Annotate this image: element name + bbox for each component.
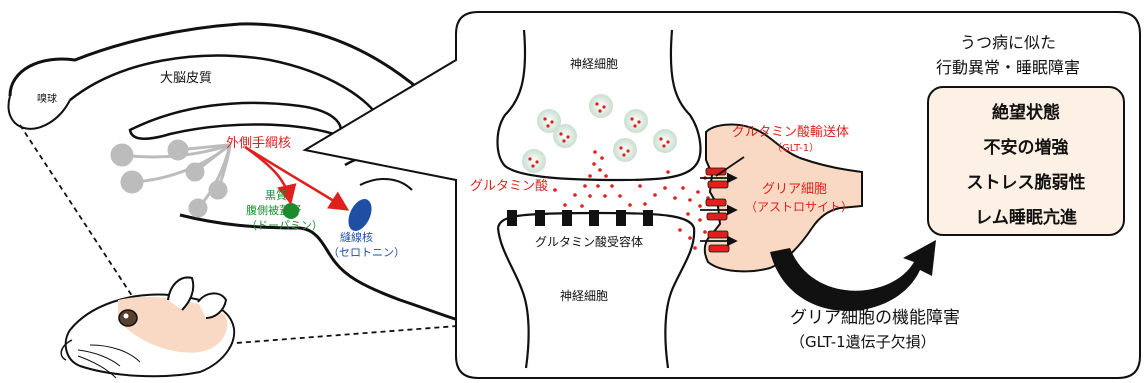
symptom-despair: 絶望状態 <box>992 103 1060 123</box>
synapse <box>496 29 714 369</box>
glia-label: グリア細胞 <box>762 182 828 197</box>
transporters <box>705 167 730 253</box>
cortex-label: 大脳皮質 <box>160 71 213 86</box>
astrocyte <box>700 123 863 273</box>
serotonin-label: （セロトニン） <box>328 246 405 259</box>
glutamate-label: グルタミン酸 <box>470 179 549 194</box>
raphe-ellipse <box>348 199 372 231</box>
dopamine-label: （ドーパミン） <box>246 219 323 232</box>
substantia-nigra-label: 黒質 <box>265 189 287 202</box>
raphe-label: 縫線核 <box>340 231 373 244</box>
glt1-knockout-label: （GLT-1遺伝子欠損） <box>790 333 936 351</box>
glt1-label: （GLT-1） <box>772 143 820 154</box>
astrocyte-label: （アストロサイト） <box>745 200 854 214</box>
big-curved-arrow <box>770 240 936 311</box>
postsynaptic-neuron-label: 神経細胞 <box>560 289 609 303</box>
grey-neurons <box>110 139 232 218</box>
symptom-box: 絶望状態 不安の増強 ストレス脆弱性 レム睡眠亢進 <box>927 86 1125 236</box>
vta-label: 腹側被蓋野 <box>246 204 301 217</box>
glia-dysfunction-label: グリア細胞の機能障害 <box>790 308 960 328</box>
lateral-habenula-label: 外側手綱核 <box>226 136 292 151</box>
symptom-title-line2: 行動異常・睡眠障害 <box>936 58 1081 77</box>
symptom-anxiety: 不安の増強 <box>983 138 1069 158</box>
vesicle-dots <box>528 102 670 168</box>
vta-dot <box>283 203 299 219</box>
glutamate-dots <box>553 150 714 250</box>
symptom-rem-sleep: レム睡眠亢進 <box>975 208 1077 228</box>
olfactory-bulb-label: 嗅球 <box>37 94 57 105</box>
symptom-stress-vulnerability: ストレス脆弱性 <box>966 173 1086 193</box>
symptom-title-line1: うつ病に似た <box>960 33 1057 52</box>
mouse-head <box>60 276 236 379</box>
glutamate-transporter-label: グルタミン酸輸送体 <box>732 125 850 140</box>
vesicles <box>522 94 677 173</box>
presynaptic-neuron-label: 神経細胞 <box>570 57 619 71</box>
glutamate-receptor-label: グルタミン酸受容体 <box>535 235 644 249</box>
brain-section <box>7 22 471 346</box>
receptors <box>507 210 653 226</box>
